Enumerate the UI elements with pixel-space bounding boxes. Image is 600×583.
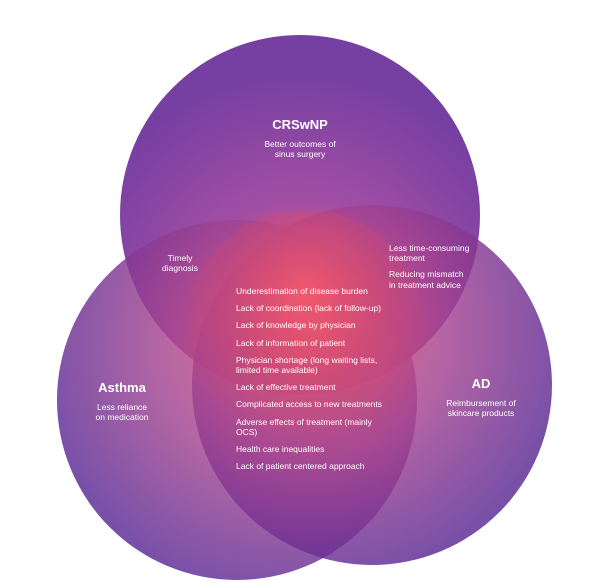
list-item: Physician shortage (long waiting lists, …	[236, 354, 378, 375]
overlap-crswnp-ad: Less time-consuming treatment Reducing m…	[389, 243, 499, 290]
list-item: Lack of effective treatment	[236, 382, 336, 393]
ad-title: AD	[471, 376, 491, 391]
center-glow	[185, 210, 425, 450]
list-item: Complicated access to new treatments	[236, 399, 382, 410]
list-item: Lack of coordination (lack of follow-up)	[236, 303, 382, 314]
overlap-crswnp-ad-item: Less time-consuming treatment	[389, 243, 470, 264]
asthma-title: Asthma	[98, 380, 146, 395]
crswnp-title: CRSwNP	[272, 117, 328, 132]
overlap-crswnp-ad-item: Reducing mismatch in treatment advice	[389, 269, 464, 290]
asthma-label: Asthma Less reliance on medication	[62, 380, 182, 422]
list-item: Lack of information of patient	[236, 337, 346, 348]
crswnp-label: CRSwNP Better outcomes of sinus surgery	[240, 117, 360, 159]
asthma-subtitle: Less reliance on medication	[95, 401, 149, 422]
list-item: Adverse effects of treatment (mainly OCS…	[236, 416, 372, 437]
overlap-crswnp-asthma: Timely diagnosis	[162, 253, 198, 274]
list-item: Lack of patient centered approach	[236, 461, 365, 472]
list-item: Health care inequalities	[236, 443, 325, 454]
list-item: Lack of knowledge by physician	[236, 320, 356, 331]
crswnp-subtitle: Better outcomes of sinus surgery	[264, 138, 336, 159]
list-item: Underestimation of disease burden	[236, 286, 368, 296]
ad-label: AD Reimbursement of skincare products	[421, 376, 541, 418]
ad-subtitle: Reimbursement of skincare products	[446, 397, 516, 418]
center-items-list: Underestimation of disease burden Lack o…	[236, 286, 416, 478]
